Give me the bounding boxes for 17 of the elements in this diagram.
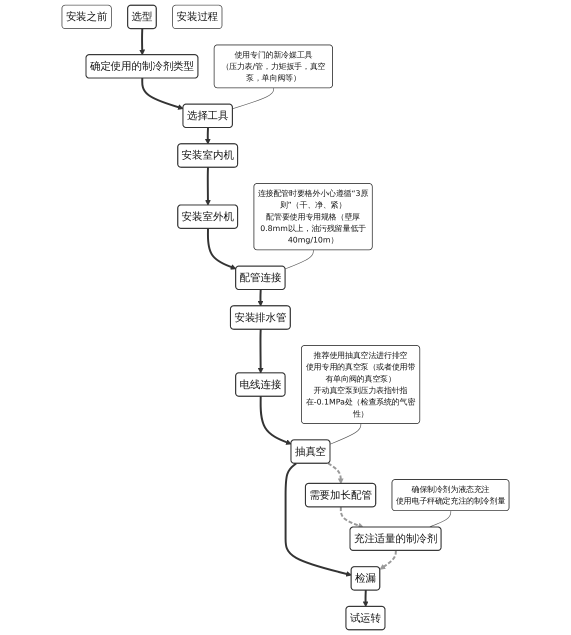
arrow: [284, 462, 352, 577]
connector: [330, 424, 362, 444]
arrow: [139, 28, 146, 56]
arrow: [141, 78, 184, 110]
arrow: [362, 590, 368, 607]
arrow: [340, 507, 364, 528]
arrow: [258, 290, 264, 306]
arrow: [380, 550, 397, 570]
connector: [285, 250, 314, 270]
arrow: [328, 462, 344, 484]
arrow: [206, 228, 236, 270]
arrow: [260, 396, 292, 445]
arrow: [204, 128, 211, 144]
arrow: [258, 330, 264, 374]
connector: [428, 510, 452, 528]
arrow: [205, 168, 211, 206]
connector: [232, 88, 274, 109]
